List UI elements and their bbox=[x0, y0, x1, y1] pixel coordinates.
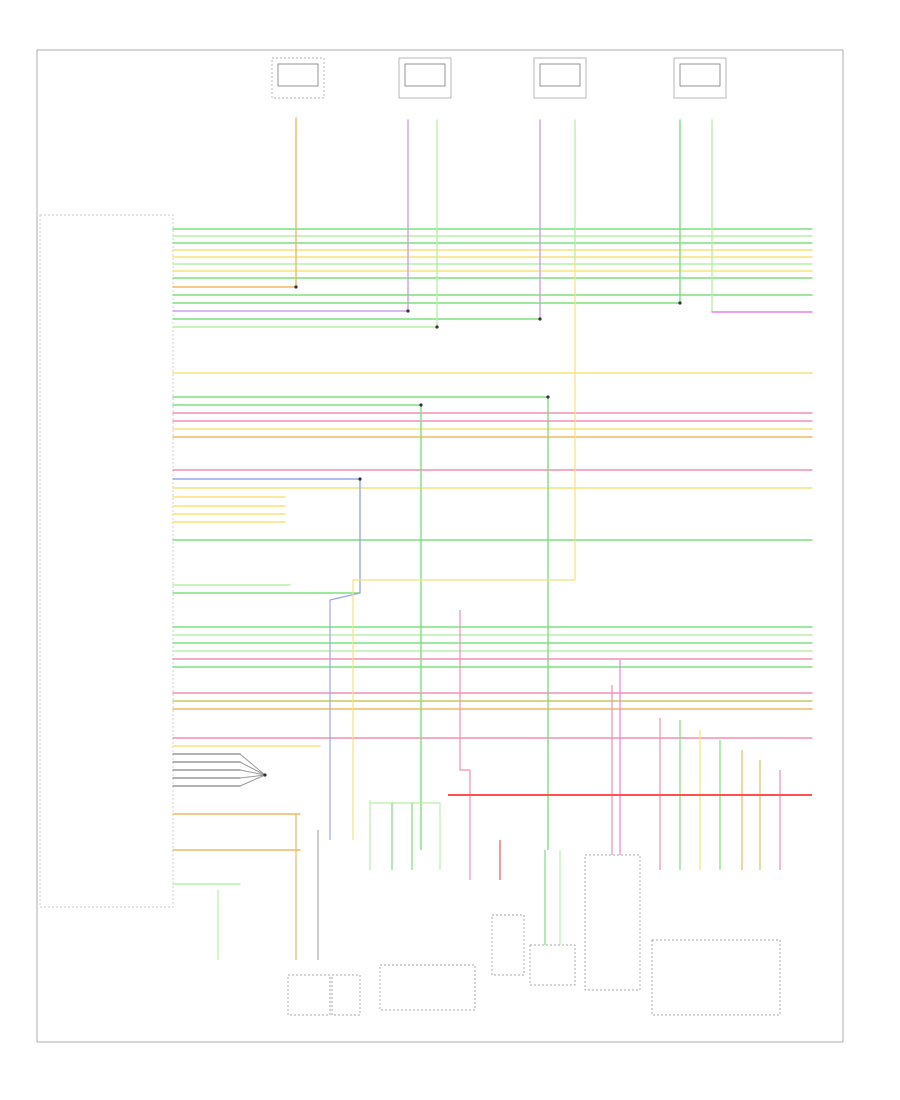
top-connector-c3 bbox=[533, 57, 587, 99]
sensor-component bbox=[331, 974, 361, 1016]
module-component bbox=[584, 854, 641, 991]
connector-face bbox=[277, 63, 319, 87]
control-module-outline bbox=[39, 214, 174, 908]
bottom-components-layer bbox=[287, 854, 781, 1016]
splice-dot bbox=[678, 301, 682, 305]
splice-wire bbox=[239, 769, 266, 776]
top-connector-c1 bbox=[271, 57, 325, 99]
splice-dot bbox=[358, 477, 362, 481]
splice-dot bbox=[263, 773, 267, 777]
splice-dot bbox=[435, 325, 439, 329]
splice-dot bbox=[538, 317, 542, 321]
connector-face bbox=[404, 63, 446, 87]
splice-dot bbox=[546, 395, 550, 399]
splice-dot bbox=[294, 285, 298, 289]
splice-wire bbox=[239, 761, 266, 776]
splice-wire bbox=[239, 774, 266, 787]
top-connector-c2 bbox=[398, 57, 452, 99]
wires-layer bbox=[172, 117, 813, 960]
connector-component bbox=[651, 939, 781, 1016]
harness-wire bbox=[352, 260, 576, 840]
sensor-component bbox=[529, 944, 576, 986]
splice-dot bbox=[419, 403, 423, 407]
splice-wire bbox=[239, 774, 266, 779]
splice-wire bbox=[239, 753, 266, 776]
splice-dot bbox=[406, 309, 410, 313]
connectors-layer bbox=[271, 57, 727, 99]
diagram-frame bbox=[36, 49, 844, 1043]
top-connector-c4 bbox=[673, 57, 727, 99]
harness-wire bbox=[459, 610, 471, 880]
harness-wire bbox=[329, 592, 361, 840]
switch-component bbox=[491, 914, 525, 976]
connector-face bbox=[539, 63, 581, 87]
sensor-component bbox=[379, 964, 476, 1011]
connector-face bbox=[679, 63, 721, 87]
sensor-component bbox=[287, 974, 331, 1016]
harness-wire bbox=[370, 802, 441, 870]
